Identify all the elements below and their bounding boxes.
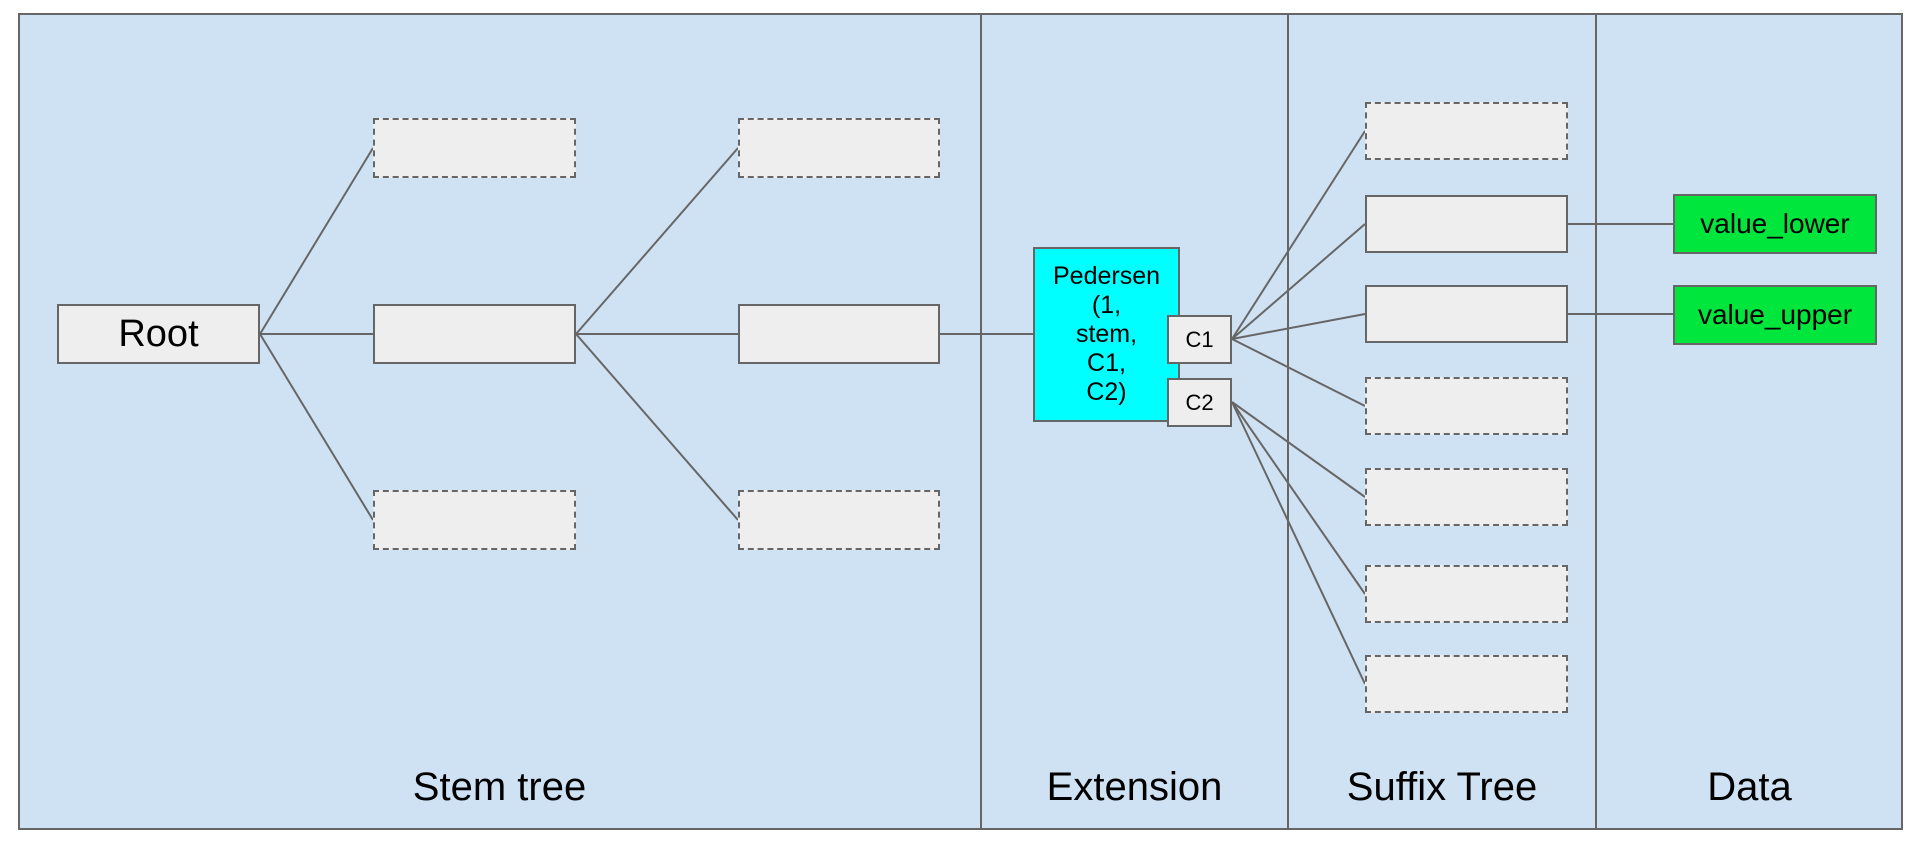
stem-l2-node: [373, 304, 576, 364]
c1-port-label: C1: [1185, 326, 1214, 352]
pedersen-label-line-3: stem,: [1075, 320, 1138, 348]
value-upper-label: value_upper: [1697, 299, 1853, 330]
pedersen-label-line-2: (1,: [1091, 291, 1122, 319]
edge-c1-to-suffix-1: [1231, 130, 1366, 340]
pedersen-extension-node: Pedersen (1, stem, C1, C2): [1033, 247, 1180, 422]
edge-root-to-l2-bottom: [259, 333, 374, 521]
section-label-suffix-tree: Suffix Tree: [1346, 765, 1538, 809]
pedersen-label-line-1: Pedersen: [1052, 262, 1161, 290]
root-node: Root: [57, 304, 260, 364]
value-upper-node: value_upper: [1673, 285, 1877, 345]
stem-l2-bottom-placeholder: [373, 490, 576, 550]
edge-c1-to-suffix-3: [1231, 313, 1366, 340]
edge-root-to-l2-top: [259, 147, 374, 335]
edge-c2-to-suffix-5: [1231, 401, 1366, 498]
edge-c2-to-suffix-7: [1231, 401, 1366, 685]
pedersen-label-line-5: C2): [1086, 378, 1127, 406]
suffix-node-2: [1365, 195, 1568, 253]
diagram-background: [18, 13, 1903, 830]
stem-l3-node: [738, 304, 940, 364]
stem-l3-bottom-placeholder: [738, 490, 940, 550]
section-label-data: Data: [1707, 765, 1792, 809]
value-lower-node: value_lower: [1673, 194, 1877, 254]
pedersen-node-label: Pedersen (1, stem, C1, C2): [1053, 262, 1160, 407]
edge-c1-to-suffix-2: [1231, 223, 1366, 340]
edge-l2-to-l3-bottom: [575, 333, 739, 521]
section-label-stem-tree: Stem tree: [412, 765, 587, 809]
pedersen-label-line-4: C1,: [1087, 349, 1126, 377]
suffix-placeholder-6: [1365, 565, 1568, 623]
c2-port-label: C2: [1185, 389, 1214, 415]
root-node-label: Root: [118, 312, 199, 355]
suffix-placeholder-5: [1365, 468, 1568, 526]
suffix-placeholder-7: [1365, 655, 1568, 713]
stem-l3-top-placeholder: [738, 118, 940, 178]
edge-l2-to-l3-top: [575, 147, 739, 335]
suffix-placeholder-4: [1365, 377, 1568, 435]
suffix-placeholder-1: [1365, 102, 1568, 160]
c2-port-node: C2: [1167, 378, 1232, 427]
suffix-node-3: [1365, 285, 1568, 343]
c1-port-node: C1: [1167, 315, 1232, 364]
edge-c2-to-suffix-6: [1231, 401, 1366, 595]
value-lower-label: value_lower: [1700, 208, 1850, 239]
stem-l2-top-placeholder: [373, 118, 576, 178]
edge-c1-to-suffix-4: [1231, 338, 1366, 407]
section-label-extension: Extension: [1046, 765, 1223, 809]
